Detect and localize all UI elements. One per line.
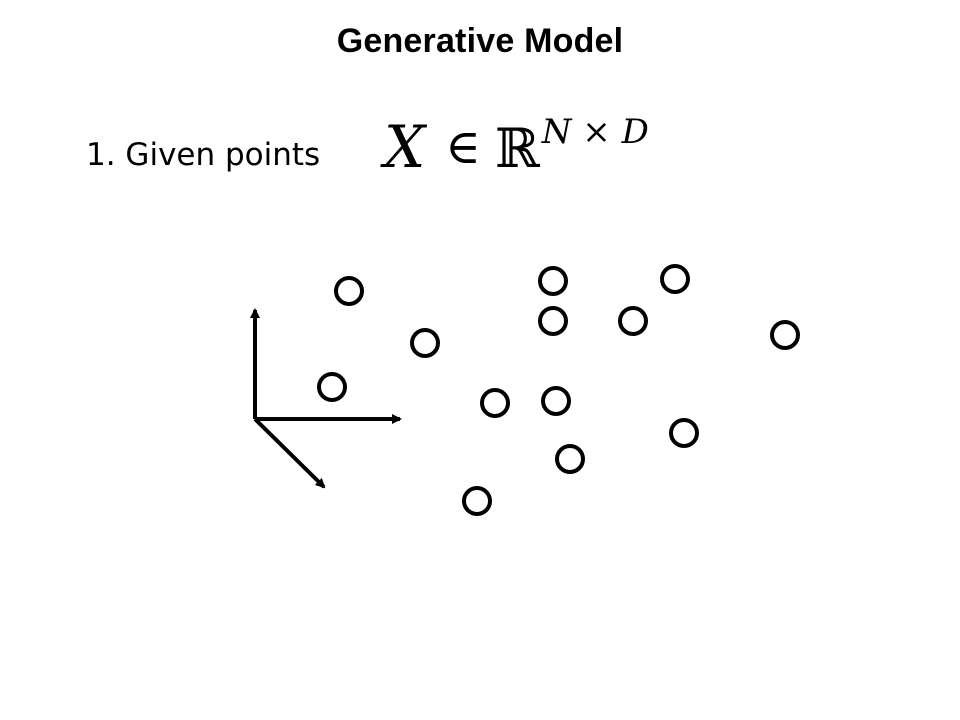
data-point bbox=[541, 386, 571, 416]
math-superscript: N × D bbox=[541, 112, 649, 152]
axis-diagonal bbox=[253, 417, 326, 489]
axes bbox=[250, 308, 402, 489]
data-point bbox=[770, 320, 800, 350]
data-points bbox=[317, 264, 800, 516]
data-point bbox=[618, 306, 648, 336]
math-symbol-x: X bbox=[384, 113, 426, 181]
data-point bbox=[317, 372, 347, 402]
math-real-set: ℝ bbox=[494, 117, 540, 180]
data-point bbox=[334, 276, 364, 306]
data-point bbox=[410, 328, 440, 358]
data-point bbox=[538, 266, 568, 296]
slide-title: Generative Model bbox=[336, 22, 624, 60]
bullet-text: 1. Given points bbox=[86, 137, 321, 173]
data-point bbox=[462, 486, 492, 516]
data-point bbox=[660, 264, 690, 294]
math-expression: X∈ℝN × D bbox=[384, 115, 649, 176]
data-point bbox=[669, 418, 699, 448]
data-point bbox=[480, 388, 510, 418]
data-point bbox=[538, 306, 568, 336]
math-element-of: ∈ bbox=[445, 119, 481, 175]
data-point bbox=[555, 444, 585, 474]
